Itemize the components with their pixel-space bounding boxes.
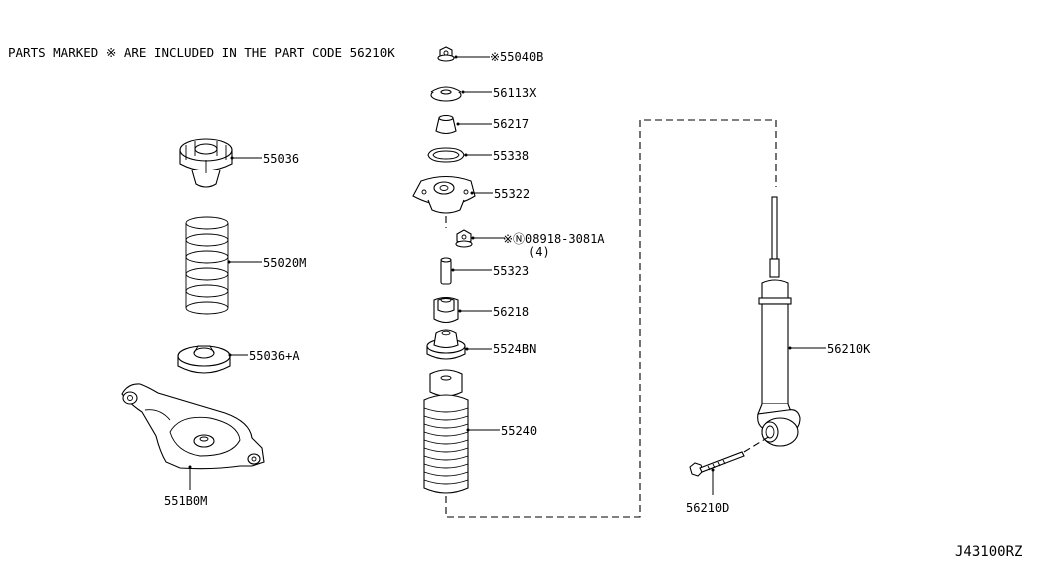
sleeve-55323 bbox=[440, 257, 452, 285]
dust-boot-55240 bbox=[423, 369, 469, 494]
nut-08918-3081a bbox=[455, 229, 473, 248]
label-55036a: 55036+A bbox=[249, 349, 300, 363]
coil-spring-55020m bbox=[185, 216, 229, 315]
label-56113x: 56113X bbox=[493, 86, 537, 100]
label-55020m: 55020M bbox=[263, 256, 306, 270]
spring-seat-55036 bbox=[179, 138, 233, 188]
label-55240: 55240 bbox=[501, 424, 537, 438]
lower-arm-551b0m bbox=[121, 383, 265, 470]
label-56210k: 56210K bbox=[827, 342, 871, 356]
washer-56113x bbox=[430, 86, 462, 102]
label-56218: 56218 bbox=[493, 305, 529, 319]
label-56217: 56217 bbox=[493, 117, 529, 131]
bushing-56217 bbox=[435, 114, 457, 135]
label-551b0m: 551B0M bbox=[164, 494, 207, 508]
label-08918-quantity: (4) bbox=[528, 245, 550, 259]
bolt-insertion-guide bbox=[743, 435, 771, 453]
label-55040b: ※55040B bbox=[490, 50, 543, 64]
label-55338: 55338 bbox=[493, 149, 529, 163]
gasket-55338 bbox=[427, 147, 465, 163]
label-55323: 55323 bbox=[493, 264, 529, 278]
label-08918-3081a: ※Ⓝ08918-3081A bbox=[503, 232, 605, 246]
diagram-code: J43100RZ bbox=[955, 544, 1022, 560]
nut-55040b bbox=[437, 46, 455, 62]
label-55036: 55036 bbox=[263, 152, 299, 166]
included-parts-note: PARTS MARKED ※ ARE INCLUDED IN THE PART … bbox=[8, 45, 395, 60]
bolt-56210d bbox=[689, 451, 745, 477]
bumper-5524bn bbox=[426, 329, 466, 360]
assembly-group-outline bbox=[445, 119, 777, 518]
label-56210d: 56210D bbox=[686, 501, 729, 515]
label-55322: 55322 bbox=[494, 187, 530, 201]
mount-55322 bbox=[412, 175, 476, 214]
bushing-56218 bbox=[433, 296, 459, 324]
label-5524bn: 5524BN bbox=[493, 342, 536, 356]
shock-absorber-56210k bbox=[757, 196, 801, 447]
spring-seat-55036a bbox=[177, 345, 231, 374]
